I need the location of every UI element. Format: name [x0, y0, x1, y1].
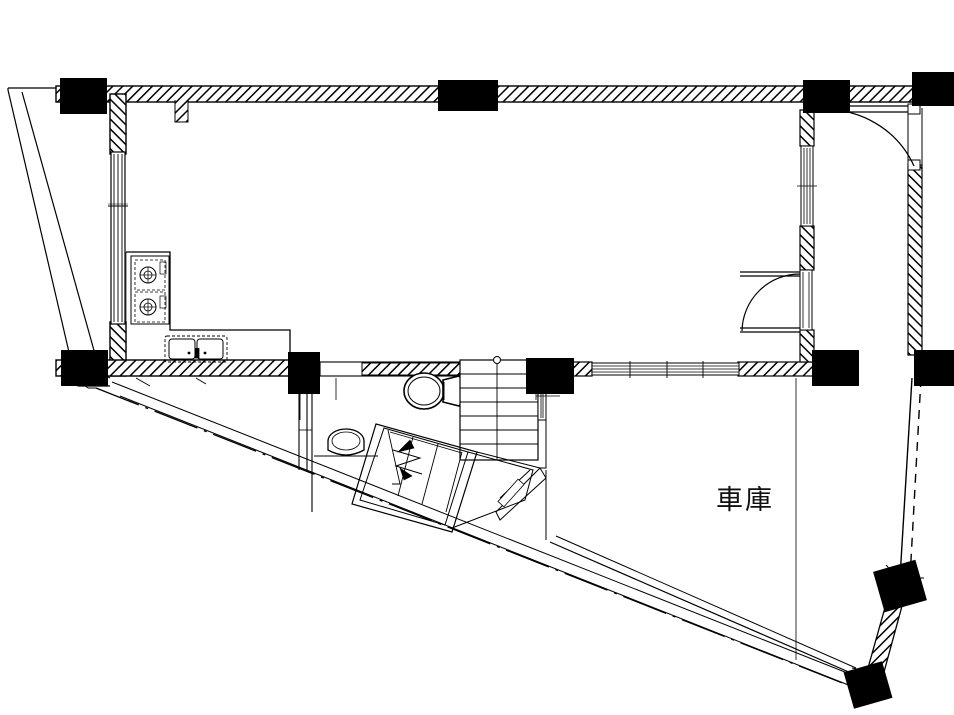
kitchen-counter: [125, 251, 291, 362]
garage-floor-edge: [545, 378, 859, 677]
exterior-outline-left: [7, 87, 111, 389]
washbasin: [314, 428, 378, 457]
garage-shutter-dashed-line: [899, 377, 922, 579]
corner-detail-marker: [855, 682, 878, 704]
winder-stair-steps: [351, 423, 541, 533]
wall-left-interior: [109, 93, 127, 377]
door-interior-right[interactable]: [740, 269, 813, 333]
wall-right-interior-vertical: [799, 109, 815, 363]
misc-thin-lines: [174, 100, 566, 400]
staircase: [459, 356, 539, 461]
door-entry-top[interactable]: [818, 103, 921, 171]
wall-right-exterior-vertical: [907, 108, 923, 356]
toilet: [403, 372, 464, 410]
exterior-apron-left: [88, 377, 207, 389]
gas-stove: [130, 255, 170, 325]
window-right-inner[interactable]: [797, 145, 817, 227]
window-left-wall[interactable]: [108, 151, 128, 325]
sliding-door-mid[interactable]: [591, 361, 740, 378]
kitchen-sink: [164, 335, 228, 363]
stair-rail-right: [495, 377, 547, 521]
room-label-garage: 車庫: [716, 485, 774, 516]
columns-group: [60, 72, 954, 709]
